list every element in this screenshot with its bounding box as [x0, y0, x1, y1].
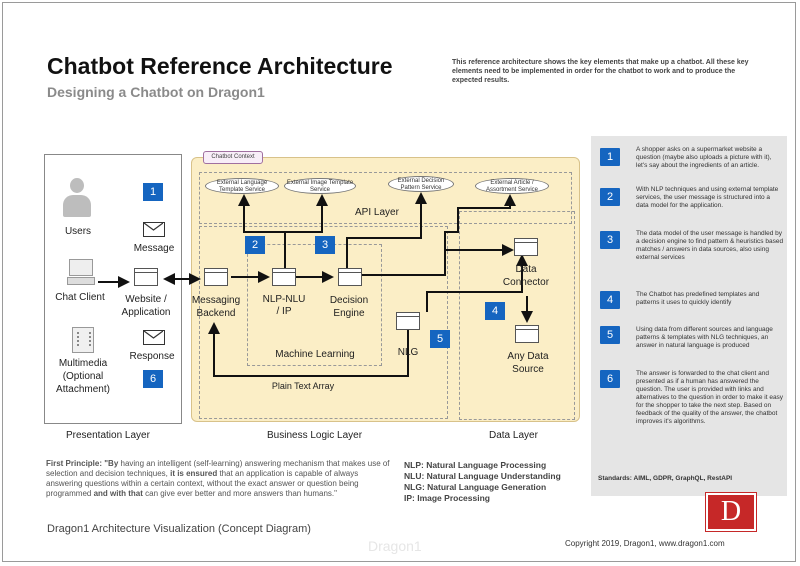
abbreviations-list: NLP: Natural Language Processing NLU: Na… [404, 460, 561, 504]
chat-client-label: Chat Client [55, 292, 105, 303]
arrow-to-article [444, 194, 516, 250]
step-desc-6: The answer is forwarded to the chat clie… [636, 370, 784, 425]
nlp-window-icon [272, 268, 296, 286]
step-desc-3: The data model of the user message is ha… [636, 230, 784, 261]
nlp-label: NLP-NLU / IP [262, 294, 306, 317]
plain-text-array-label: Plain Text Array [271, 381, 335, 391]
message-icon [143, 222, 165, 237]
data-connector-label: Data Connector [502, 264, 550, 288]
badge-6: 6 [143, 370, 163, 388]
api-layer-label: API Layer [355, 207, 399, 218]
arrow-decision-to-connector [362, 244, 514, 276]
concept-diagram-caption: Dragon1 Architecture Visualization (Conc… [47, 523, 311, 535]
external-article-assortment-service[interactable]: External Article / Assortment Service [475, 178, 549, 194]
step-badge-4: 4 [600, 291, 620, 309]
users-icon [63, 178, 91, 218]
badge-1: 1 [143, 183, 163, 201]
external-decision-pattern-service[interactable]: External Decision Pattern Service [388, 176, 454, 192]
page-title: Chatbot Reference Architecture [47, 53, 393, 79]
standards-text: Standards: AIML, GDPR, GraphQL, RestAPI [598, 475, 733, 482]
response-icon [143, 330, 165, 345]
nlg-label: NLG [397, 347, 419, 358]
presentation-layer-label: Presentation Layer [66, 430, 150, 441]
external-language-template-service[interactable]: External Language Template Service [205, 178, 279, 194]
multimedia-label: Multimedia (Optional Attachment) [56, 358, 110, 395]
arrow-nlp-to-lang [238, 194, 286, 270]
machine-learning-box [247, 244, 382, 366]
data-source-window-icon [515, 325, 539, 343]
multimedia-icon [72, 327, 94, 353]
api-layer-box [199, 172, 572, 224]
step-desc-5: Using data from different sources and la… [636, 326, 773, 349]
step-desc-2: With NLP techniques and using external t… [636, 186, 779, 209]
response-label: Response [129, 351, 175, 362]
badge-4: 4 [485, 302, 505, 320]
steps-panel [591, 136, 787, 496]
data-connector-window-icon [514, 238, 538, 256]
message-label: Message [133, 243, 175, 254]
page-subtitle: Designing a Chatbot on Dragon1 [47, 84, 265, 100]
dragon1-logo[interactable]: D [706, 493, 756, 531]
nlg-window-icon [396, 312, 420, 330]
step-badge-1: 1 [600, 148, 620, 166]
data-layer-box [459, 211, 575, 420]
badge-3: 3 [315, 236, 335, 254]
data-layer-label: Data Layer [489, 430, 538, 441]
first-principle-text: First Principle: "By having an intellige… [46, 459, 390, 498]
step-badge-6: 6 [600, 370, 620, 388]
abbreviation-item: NLG: Natural Language Generation [404, 482, 547, 492]
step-badge-2: 2 [600, 188, 620, 206]
messaging-backend-label: Messaging Backend [191, 295, 241, 319]
dragon1-watermark: Dragon1 [368, 538, 422, 554]
data-source-label: Any Data Source [507, 351, 549, 375]
abbreviation-item: NLP: Natural Language Processing [404, 460, 547, 470]
external-image-template-service[interactable]: External Image Template Service [284, 178, 356, 194]
decision-engine-label: Decision Engine [329, 295, 369, 319]
users-label: Users [64, 226, 92, 237]
website-window-icon [134, 268, 158, 286]
arrow-connector-to-nlg [426, 254, 528, 312]
business-layer-label: Business Logic Layer [267, 430, 363, 441]
badge-5: 5 [430, 330, 450, 348]
chatbot-context-tag: Chatbot Context [203, 151, 263, 164]
step-desc-1: A shopper asks on a supermarket website … [636, 146, 772, 169]
business-inner-box [199, 226, 448, 419]
arrow-decision-to-pattern [346, 192, 427, 268]
decision-engine-window-icon [338, 268, 362, 286]
abbreviation-item: IP: Image Processing [404, 493, 490, 503]
messaging-backend-window-icon [204, 268, 228, 286]
website-label: Website / Application [121, 294, 171, 318]
machine-learning-label: Machine Learning [275, 349, 355, 360]
badge-2: 2 [245, 236, 265, 254]
chat-client-icon [67, 259, 95, 285]
step-desc-4: The Chatbot has predefined templates and… [636, 291, 760, 306]
arrow-nlg-to-backend [208, 312, 409, 377]
copyright-text: Copyright 2019, Dragon1, www.dragon1.com [565, 539, 725, 548]
step-badge-3: 3 [600, 231, 620, 249]
arrow-nlp-to-image [285, 194, 328, 233]
intro-text: This reference architecture shows the ke… [452, 59, 749, 84]
step-badge-5: 5 [600, 326, 620, 344]
abbreviation-item: NLU: Natural Language Understanding [404, 471, 561, 481]
